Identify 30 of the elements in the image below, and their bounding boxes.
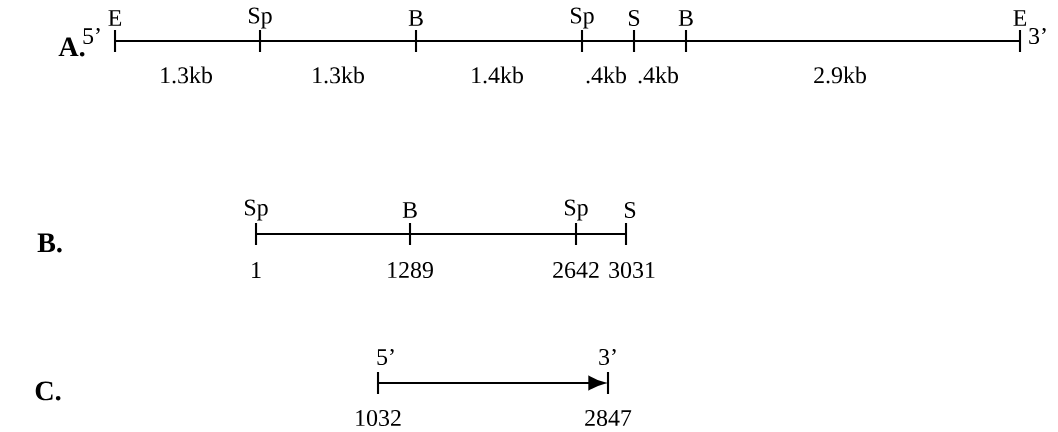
site-label: B [402, 202, 417, 218]
position-label: 3031 [609, 261, 655, 279]
position-label: 1032 [356, 409, 401, 427]
site-label: B [678, 10, 693, 26]
fragment-size-label: 1.4kb [472, 66, 523, 84]
site-label: E [108, 10, 122, 26]
site-label: S [628, 9, 640, 27]
site-label: Sp [571, 7, 594, 29]
panel-label: B. [37, 233, 62, 253]
site-label: E [1013, 10, 1027, 26]
fragment-size-label: 1.3kb [161, 66, 212, 84]
fragment-size-label: 1.3kb [313, 66, 364, 84]
site-label: Sp [565, 199, 588, 221]
position-label: 1 [252, 262, 261, 278]
fragment-size-label: .4kb [638, 66, 678, 84]
position-label: 1289 [388, 261, 433, 279]
panel-label: C. [35, 381, 61, 401]
end-label: 3’ [1029, 27, 1046, 45]
site-label: S [624, 201, 636, 219]
end-label: 3’ [599, 348, 616, 366]
position-label: 2642 [553, 261, 599, 279]
end-label: 5’ [83, 27, 100, 45]
fragment-size-label: .4kb [586, 66, 626, 84]
site-label: B [408, 10, 423, 26]
site-label: Sp [245, 199, 268, 221]
position-label: 2847 [585, 409, 632, 427]
fragment-size-label: 2.9kb [814, 66, 866, 84]
panel-label: A. [58, 37, 85, 57]
site-label: Sp [249, 7, 272, 29]
end-label: 5’ [377, 348, 394, 366]
